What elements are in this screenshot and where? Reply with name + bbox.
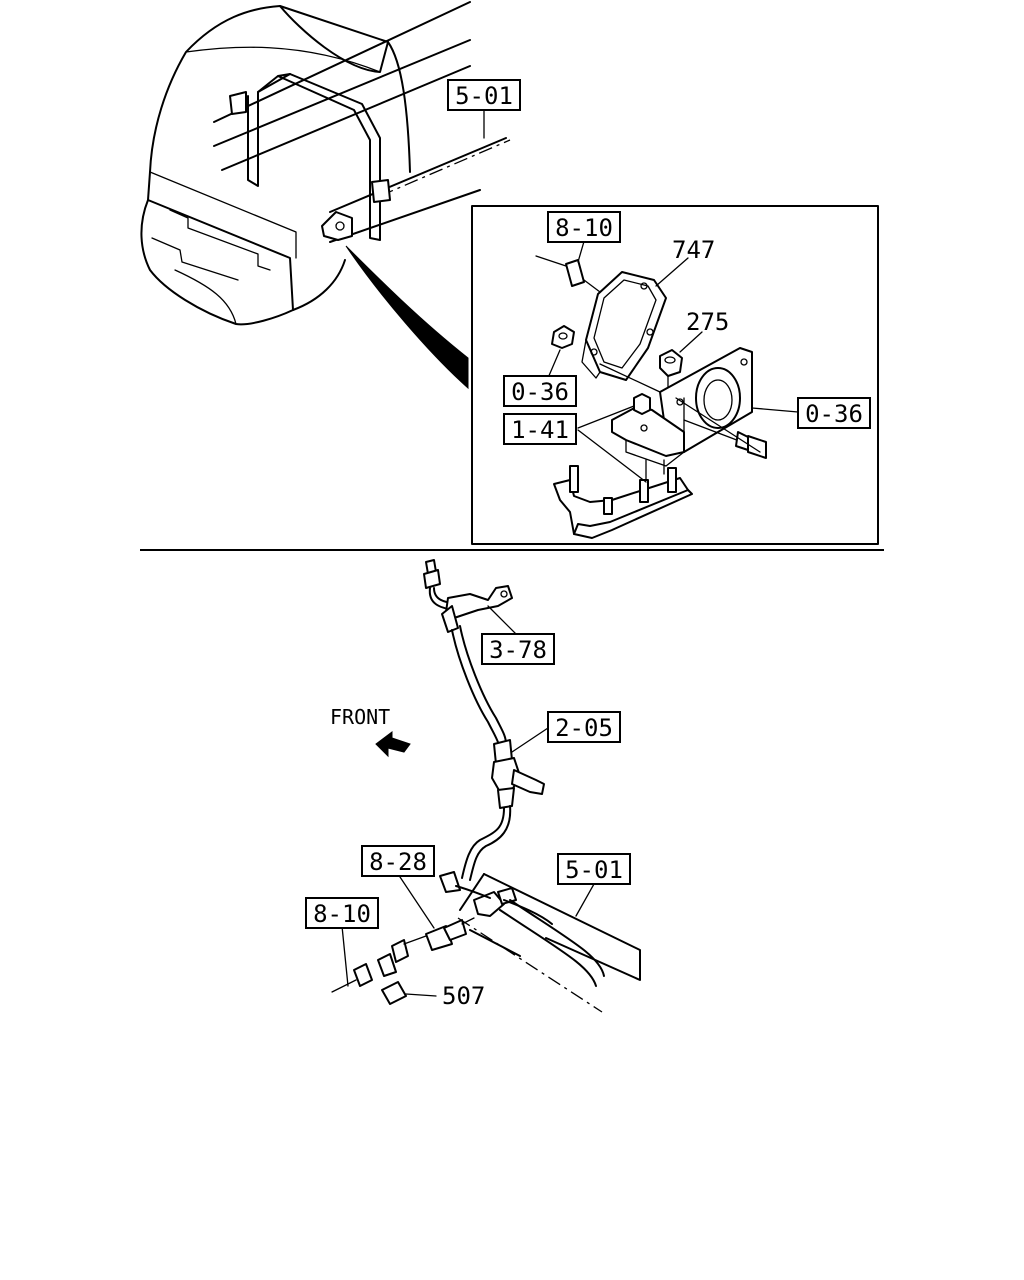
front-label: FRONT (330, 705, 390, 729)
callout-507-label: 507 (442, 982, 485, 1010)
callout-507: 507 (405, 982, 485, 1010)
callout-8-10-bottom-label: 8-10 (313, 900, 371, 928)
callout-5-01-bottom-label: 5-01 (565, 856, 623, 884)
callout-5-01-top-label: 5-01 (455, 82, 513, 110)
callout-2-05: 2-05 (511, 711, 621, 753)
inset-nut-275 (659, 331, 703, 393)
callout-8-28-label: 8-28 (369, 848, 427, 876)
callout-2-05-label: 2-05 (555, 714, 613, 742)
callout-3-78: 3-78 (481, 605, 555, 665)
inset-detail: 8-10 747 275 0-36 1-41 0-36 (471, 205, 879, 545)
inset-mounting-plate (599, 347, 753, 453)
callout-8-10-inset-label: 8-10 (555, 214, 613, 242)
callout-275-label: 275 (686, 308, 729, 336)
callout-5-01-bottom: 5-01 (557, 853, 631, 917)
callout-0-36-right-label: 0-36 (805, 400, 863, 428)
inset-bracket (611, 393, 685, 487)
callout-5-01-top: 5-01 (447, 79, 521, 139)
truck-cab-illustration (140, 1, 511, 390)
callout-8-10-bottom: 8-10 (305, 897, 379, 987)
front-direction-indicator: FRONT (330, 705, 411, 758)
inset-nut-left (547, 325, 575, 379)
bottom-frame-rail (457, 873, 641, 1013)
front-arrow-icon (375, 731, 411, 758)
callout-0-36-left-label: 0-36 (511, 378, 569, 406)
callout-8-28: 8-28 (361, 845, 435, 929)
inset-wire-connector (535, 237, 601, 293)
inset-lower-bracket (553, 465, 693, 539)
callout-1-41-label: 1-41 (511, 416, 569, 444)
hose-assembly (331, 559, 553, 1005)
inset-module-747 (581, 257, 689, 381)
inset-studs (569, 465, 677, 515)
callout-3-78-label: 3-78 (489, 636, 547, 664)
callout-747-label: 747 (672, 236, 715, 264)
